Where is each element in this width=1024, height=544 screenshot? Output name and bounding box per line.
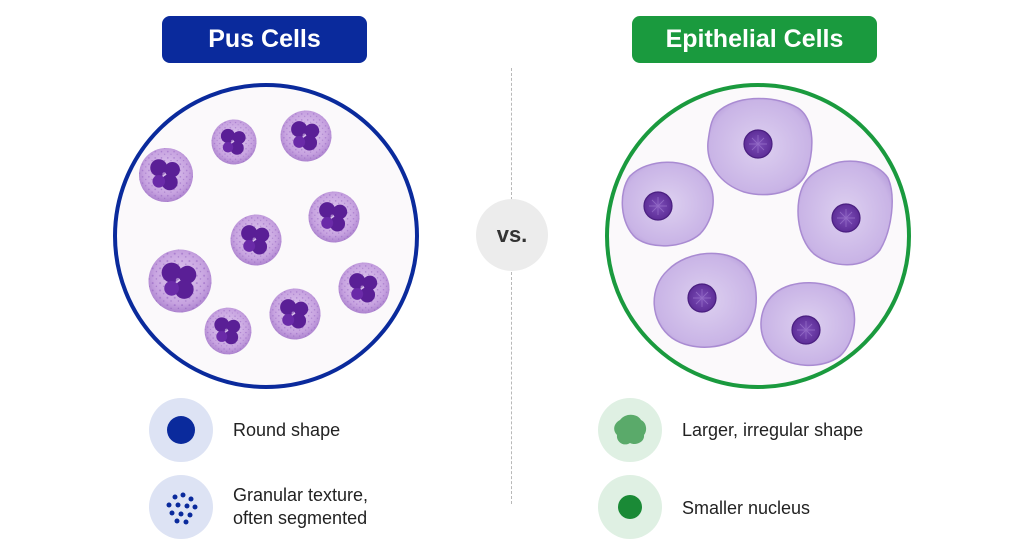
divider-top (511, 68, 512, 200)
pus-cell (148, 249, 212, 313)
pus-feature-granular-line2: often segmented (233, 508, 368, 528)
pus-feature-round-shape: Round shape (233, 420, 341, 440)
divider-bottom (511, 272, 512, 504)
pus-cells-title-text: Pus Cells (208, 25, 321, 53)
granular-dots-icon (149, 475, 213, 539)
epithelial-feature-irregular-shape: Larger, irregular shape (682, 420, 864, 440)
irregular-blob-icon (598, 398, 662, 462)
pus-cell (230, 214, 282, 266)
pus-cell (269, 288, 321, 340)
pus-cell (139, 148, 193, 202)
pus-cell (280, 110, 332, 162)
solid-round-dot-icon (149, 398, 213, 462)
epithelial-cells-microscope-view (605, 83, 911, 389)
pus-cell (204, 307, 252, 355)
pus-feature-granular-texture: Granular texture, often segmented (233, 484, 368, 530)
vs-badge: vs. (476, 199, 548, 271)
pus-cells-title: Pus Cells (162, 16, 367, 63)
pus-cell (211, 119, 257, 165)
pus-cell (308, 191, 360, 243)
pus-cell (338, 262, 390, 314)
epithelial-cells-title: Epithelial Cells (632, 16, 877, 63)
small-nucleus-icon (598, 475, 662, 539)
vs-label: vs. (496, 222, 528, 247)
epithelial-cells-title-text: Epithelial Cells (665, 25, 844, 53)
pus-feature-granular-line1: Granular texture, (233, 485, 369, 505)
epithelial-feature-smaller-nucleus: Smaller nucleus (682, 498, 811, 518)
pus-cells-microscope-view (113, 83, 419, 389)
